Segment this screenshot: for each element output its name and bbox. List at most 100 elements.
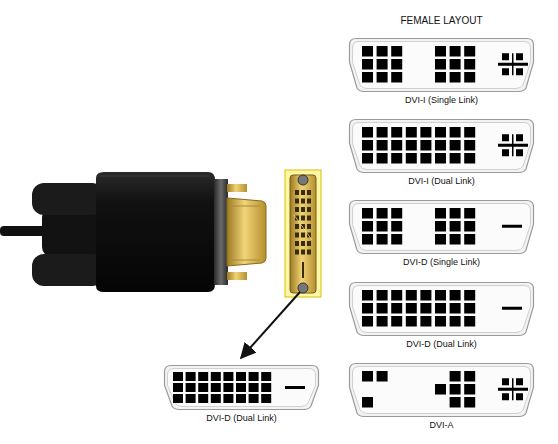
connector-hood xyxy=(96,172,215,292)
leader-arrow xyxy=(241,292,300,358)
pin-hole xyxy=(377,153,388,164)
analog-pin xyxy=(502,149,509,156)
pin-hole xyxy=(377,371,388,382)
pin-hole xyxy=(236,383,246,392)
pin-hole xyxy=(391,316,402,327)
pin-hole xyxy=(261,372,271,381)
socket-outline xyxy=(348,37,535,93)
pin-hole xyxy=(435,46,446,57)
socket-label: DVI-D (Dual Link) xyxy=(163,413,320,424)
socket-shell xyxy=(350,39,534,92)
pin-hole xyxy=(362,397,373,408)
pin-hole xyxy=(391,303,402,314)
gold-plug xyxy=(227,198,266,266)
pin-hole xyxy=(249,372,259,381)
analog-pin xyxy=(502,134,509,141)
pin-hole xyxy=(464,371,475,382)
pin-hole xyxy=(435,127,446,138)
pin-hole xyxy=(450,397,461,408)
screw-thread xyxy=(227,184,247,192)
ground-blade xyxy=(502,307,522,310)
pin-hole xyxy=(435,140,446,151)
pin-hole xyxy=(450,371,461,382)
face-pins xyxy=(295,190,311,255)
pin-hole xyxy=(420,153,431,164)
pin-hole xyxy=(211,394,221,403)
pin-hole xyxy=(435,72,446,83)
pin-hole xyxy=(406,127,417,138)
pin-hole xyxy=(450,153,461,164)
pin-hole xyxy=(377,221,388,232)
pin-hole xyxy=(391,46,402,57)
pin-hole xyxy=(464,397,475,408)
face-pin xyxy=(307,224,311,229)
analog-pin xyxy=(516,68,523,75)
socket-label: DVI-A xyxy=(348,420,535,431)
pin-hole xyxy=(186,394,196,403)
analog-pin xyxy=(516,134,523,141)
pin-hole xyxy=(450,140,461,151)
face-pin xyxy=(301,190,305,195)
face-pin xyxy=(307,216,311,221)
pin-hole xyxy=(464,290,475,301)
pin-hole xyxy=(391,153,402,164)
pin-hole xyxy=(391,140,402,151)
face-pin xyxy=(301,233,305,238)
pin-hole xyxy=(198,394,208,403)
socket-outline xyxy=(348,199,535,255)
pin-hole xyxy=(249,394,259,403)
thumbscrew-knob xyxy=(32,254,104,286)
pin-hole xyxy=(464,153,475,164)
pin-hole xyxy=(435,316,446,327)
pin-hole xyxy=(450,221,461,232)
socket-shell xyxy=(165,366,319,410)
face-pin xyxy=(295,199,299,204)
pin-hole xyxy=(377,234,388,245)
pin-hole xyxy=(420,316,431,327)
socket-shell xyxy=(350,283,534,336)
pin-hole xyxy=(450,316,461,327)
socket-inner xyxy=(353,42,531,89)
analog-pin xyxy=(516,149,523,156)
face-pin xyxy=(307,207,311,212)
pin-hole xyxy=(435,153,446,164)
pin-hole xyxy=(406,290,417,301)
pin-hole xyxy=(420,303,431,314)
pin-hole xyxy=(435,221,446,232)
analog-pin xyxy=(502,393,509,400)
pin-hole xyxy=(435,59,446,70)
blade-divider xyxy=(512,378,514,400)
socket-inner xyxy=(353,286,531,333)
analog-pin xyxy=(516,393,523,400)
pin-hole xyxy=(236,372,246,381)
face-pin xyxy=(307,199,311,204)
socket-inner xyxy=(168,369,316,407)
hood-highlight xyxy=(100,176,210,177)
analog-pin xyxy=(516,53,523,60)
blade-divider xyxy=(512,53,514,75)
socket-outline xyxy=(163,364,320,411)
pin-hole xyxy=(198,372,208,381)
pin-hole xyxy=(261,394,271,403)
socket-outline xyxy=(348,281,535,337)
pin-hole xyxy=(362,208,373,219)
pin-hole xyxy=(420,140,431,151)
pin-hole xyxy=(362,371,373,382)
face-pin xyxy=(295,250,299,255)
pin-hole xyxy=(450,384,461,395)
pin-hole xyxy=(362,46,373,57)
pin-hole xyxy=(435,384,446,395)
pin-hole xyxy=(362,72,373,83)
pin-hole xyxy=(377,290,388,301)
socket-label: DVI-I (Single Link) xyxy=(348,95,535,106)
socket-label: DVI-I (Dual Link) xyxy=(348,176,535,187)
pin-hole xyxy=(362,290,373,301)
pin-hole xyxy=(464,234,475,245)
face-screw xyxy=(298,283,308,293)
pin-hole xyxy=(391,234,402,245)
pin-hole xyxy=(450,46,461,57)
pin-hole xyxy=(450,303,461,314)
face-pin xyxy=(295,207,299,212)
pin-hole xyxy=(362,316,373,327)
socket-shell xyxy=(350,120,534,173)
